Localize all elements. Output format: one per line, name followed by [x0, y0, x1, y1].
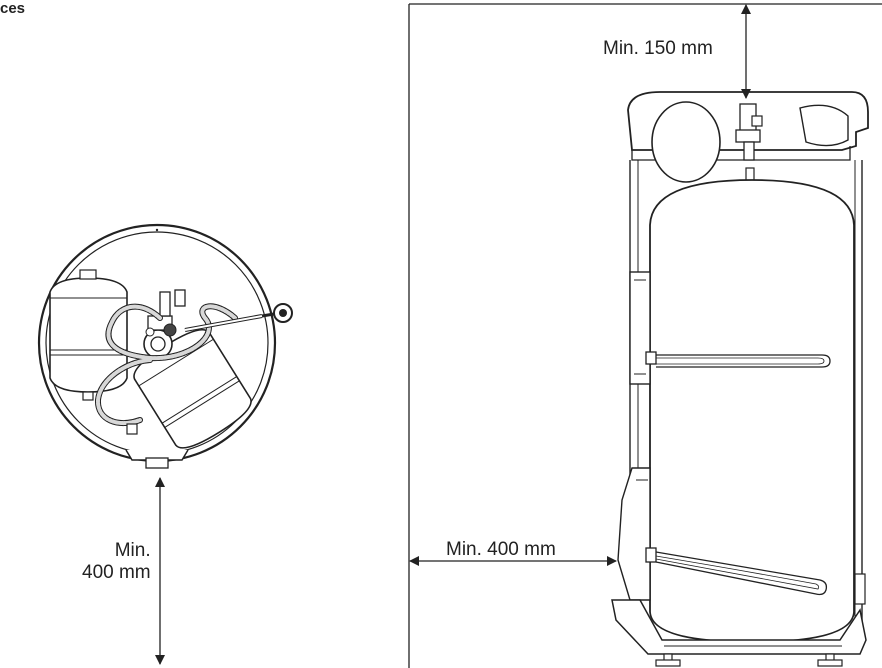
- side-view-heating-element-upper: [645, 351, 831, 368]
- top-clearance-label: Min. 150 mm: [603, 38, 713, 59]
- side-view-water-heater: [611, 91, 869, 667]
- top-view-fitting: [126, 423, 138, 435]
- side-view-base: [611, 599, 867, 667]
- side-view-expansion-vessel: [651, 101, 721, 183]
- top-view-valve-block: [143, 289, 186, 359]
- top-view-outlet: [145, 457, 169, 469]
- side-view-heating-element-lower: [645, 547, 828, 596]
- side-view-control-box-upper: [629, 271, 651, 385]
- front-clearance-label: Min. 400 mm: [82, 540, 151, 584]
- front-clearance-label-line1: Min.: [114, 540, 151, 561]
- top-view-centre-mark: [155, 228, 159, 232]
- top-view-anode-rod: [184, 303, 293, 332]
- top-view-water-heater: [37, 223, 293, 469]
- side-clearance-label: Min. 400 mm: [446, 539, 556, 560]
- side-view-control-box-lower: [617, 467, 651, 601]
- side-view-tank: [649, 179, 855, 643]
- top-view-expansion-vessel: [49, 269, 128, 401]
- section-heading: ces: [0, 0, 26, 17]
- front-clearance-label-line2: 400 mm: [82, 561, 151, 583]
- side-view-valve-group: [735, 103, 763, 183]
